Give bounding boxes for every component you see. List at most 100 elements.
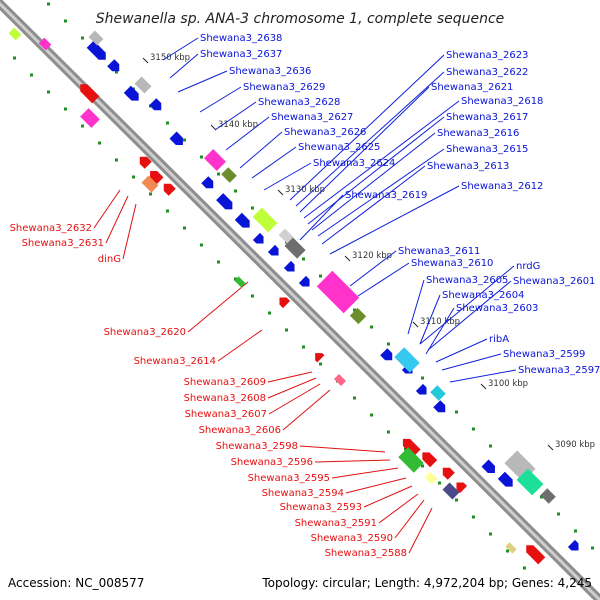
track-dot bbox=[200, 155, 203, 159]
gene-arrow bbox=[139, 156, 152, 169]
label-leader-lines bbox=[93, 37, 517, 554]
tick-label: 3140 kbp bbox=[218, 120, 258, 130]
leader-line bbox=[357, 262, 410, 297]
gene-label: Shewana3_2628 bbox=[258, 97, 340, 108]
gene-label: Shewana3_2610 bbox=[411, 258, 493, 269]
track-dot bbox=[540, 495, 543, 499]
gene-block bbox=[134, 76, 152, 94]
gene-arrow bbox=[497, 471, 513, 487]
track-dot bbox=[387, 342, 390, 346]
track-dot bbox=[166, 121, 169, 125]
tick-mark bbox=[412, 321, 419, 328]
leader-line bbox=[177, 70, 228, 93]
gene-block bbox=[80, 108, 100, 128]
leader-line bbox=[251, 146, 297, 179]
gene-arrow bbox=[415, 383, 427, 395]
map-title: Shewanella sp. ANA-3 chromosome 1, compl… bbox=[96, 11, 505, 27]
track-dot bbox=[30, 73, 33, 77]
leader-line bbox=[314, 459, 391, 463]
gene-label: Shewana3_2622 bbox=[446, 67, 528, 78]
gene-arrow bbox=[442, 467, 455, 480]
gene-label: Shewana3_2605 bbox=[426, 275, 508, 286]
gene-label: Shewana3_2615 bbox=[446, 144, 528, 155]
gene-block bbox=[424, 471, 438, 485]
leader-line bbox=[394, 499, 425, 539]
track-dot bbox=[200, 243, 203, 247]
track-dot bbox=[472, 515, 475, 519]
leader-line bbox=[349, 250, 397, 287]
gene-block bbox=[204, 149, 226, 171]
gene-label: Shewana3_2593 bbox=[280, 502, 362, 513]
gene-block bbox=[252, 207, 278, 233]
gene-arrow bbox=[216, 193, 233, 210]
leader-line bbox=[187, 281, 249, 333]
gene-label: Shewana3_2590 bbox=[311, 533, 393, 544]
gene-block bbox=[516, 468, 544, 496]
tick-label: 3130 kbp bbox=[285, 185, 325, 195]
leader-line bbox=[449, 369, 517, 383]
gene-block bbox=[430, 385, 446, 401]
gene-arrow bbox=[422, 452, 438, 468]
leader-line bbox=[299, 86, 430, 213]
track-dot bbox=[455, 498, 458, 502]
leader-line bbox=[267, 377, 317, 399]
track-dot bbox=[268, 311, 271, 315]
gene-label: dinG bbox=[98, 254, 121, 265]
gene-label: Shewana3_2601 bbox=[513, 276, 595, 287]
track-dot bbox=[404, 447, 407, 451]
accession-text: Accession: NC_008577 bbox=[8, 576, 144, 590]
track-dot bbox=[353, 396, 356, 400]
track-dot bbox=[421, 376, 424, 380]
leader-line bbox=[407, 279, 425, 335]
gene-block bbox=[398, 447, 424, 473]
leader-line bbox=[331, 467, 399, 479]
track-dot bbox=[183, 226, 186, 230]
gene-arrow bbox=[456, 482, 468, 494]
gene-arrow bbox=[567, 539, 579, 551]
gene-arrow bbox=[526, 545, 546, 565]
track-dot bbox=[47, 90, 50, 94]
gene-label: Shewana3_2596 bbox=[231, 457, 313, 468]
leader-line bbox=[408, 507, 433, 554]
gene-block bbox=[349, 307, 367, 325]
track-dot bbox=[251, 294, 254, 298]
gene-label: Shewana3_2638 bbox=[200, 33, 282, 44]
leader-line bbox=[299, 194, 344, 241]
tick-label: 3100 kbp bbox=[488, 379, 528, 389]
leader-line bbox=[345, 477, 407, 494]
leader-line bbox=[317, 148, 445, 237]
leader-line bbox=[282, 389, 331, 431]
gene-block bbox=[141, 175, 159, 193]
gene-arrow bbox=[402, 438, 421, 457]
gene-label: Shewana3_2599 bbox=[503, 349, 585, 360]
leader-line bbox=[122, 203, 137, 260]
leader-line bbox=[427, 280, 512, 351]
track-dot bbox=[115, 70, 118, 74]
track-dot bbox=[115, 158, 118, 162]
track-dot bbox=[47, 2, 50, 6]
gene-arrow bbox=[252, 232, 264, 244]
gene-label: Shewana3_2613 bbox=[427, 161, 509, 172]
track-dot bbox=[64, 19, 67, 23]
gene-arrow bbox=[481, 459, 495, 473]
leader-line bbox=[419, 265, 515, 345]
gene-block bbox=[505, 542, 517, 554]
gene-label: Shewana3_2608 bbox=[184, 393, 266, 404]
gene-block bbox=[234, 276, 246, 288]
gene-block bbox=[38, 37, 52, 51]
leader-line bbox=[425, 307, 455, 355]
gene-label: Shewana3_2632 bbox=[10, 223, 92, 234]
leader-line bbox=[295, 71, 445, 207]
track-dot bbox=[370, 325, 373, 329]
gene-label: Shewana3_2591 bbox=[295, 518, 377, 529]
gene-arrow bbox=[169, 131, 183, 145]
gene-block bbox=[221, 167, 237, 183]
gene-label: Shewana3_2629 bbox=[243, 82, 325, 93]
track-dot bbox=[421, 464, 424, 468]
gene-label: Shewana3_2609 bbox=[184, 377, 266, 388]
track-dot bbox=[319, 274, 322, 278]
gene-arrow bbox=[283, 260, 295, 272]
track-dot bbox=[81, 36, 84, 40]
track-dot bbox=[166, 209, 169, 213]
